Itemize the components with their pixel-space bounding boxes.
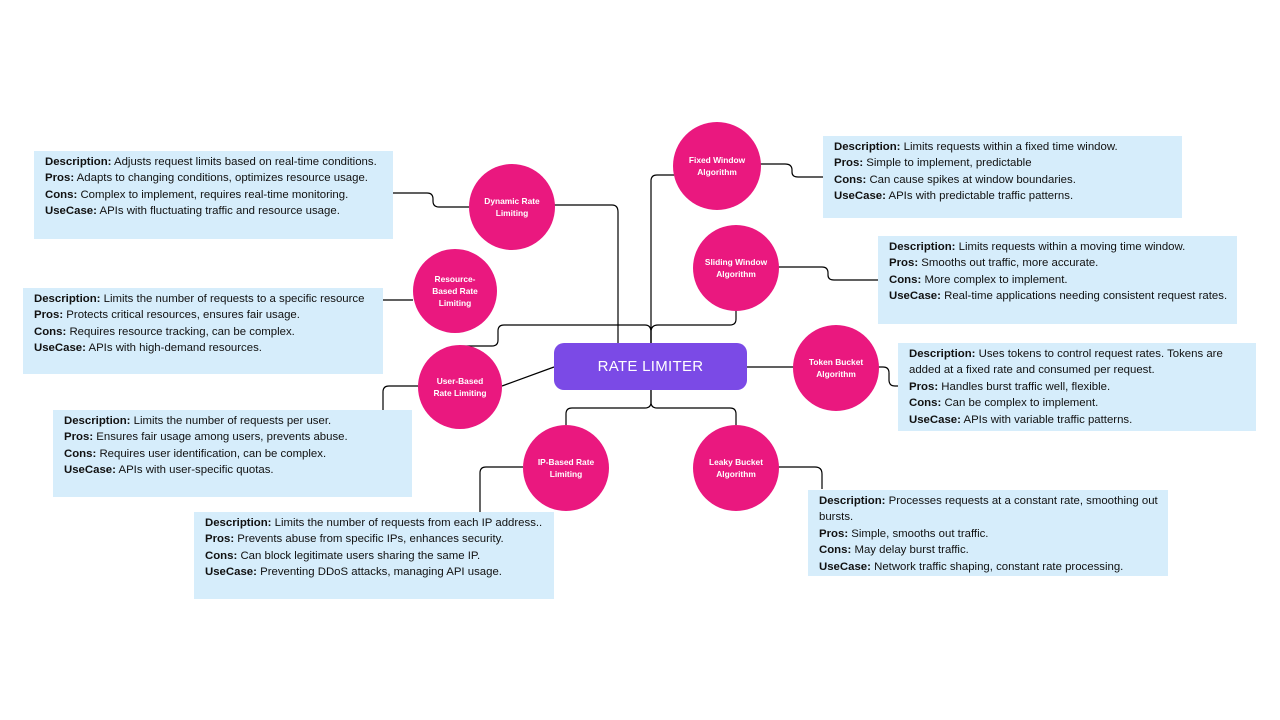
- node-user-based[interactable]: User-Based Rate Limiting: [418, 345, 502, 429]
- info-fixed-window: Description: Limits requests within a fi…: [823, 136, 1182, 218]
- description-row: Description: Limits the number of reques…: [205, 517, 543, 529]
- pros-row: Pros: Simple to implement, predictable: [834, 157, 1032, 170]
- connector-dynamic-info: [392, 192, 469, 208]
- pros-row: Pros: Ensures fair usage among users, pr…: [64, 431, 348, 444]
- center-node-label: RATE LIMITER: [597, 358, 704, 375]
- pros-row: Pros: Simple, smooths out traffic.: [819, 527, 989, 540]
- usecase-row: UseCase: Real-time applications needing …: [889, 290, 1228, 303]
- description-row: Description: Limits the number of reques…: [64, 415, 332, 427]
- node-fixed-window-label: Fixed Window Algorithm: [688, 155, 746, 177]
- rate-limiter-center-node[interactable]: RATE LIMITER: [554, 343, 747, 390]
- node-resource-based[interactable]: Resource- Based Rate Limiting: [413, 249, 497, 333]
- description-row: Description: Limits requests within a fi…: [834, 141, 1118, 153]
- connector-user-based-info: [382, 385, 418, 410]
- cons-row: Cons: May delay burst traffic.: [819, 544, 969, 557]
- usecase-row: UseCase: Preventing DDoS attacks, managi…: [205, 566, 502, 579]
- connector-sliding-window-info: [778, 266, 878, 281]
- node-ip-based-label: IP-Based Rate Limiting: [537, 457, 595, 479]
- connector-ip-based: [565, 390, 652, 425]
- node-resource-based-label: Resource- Based Rate Limiting: [432, 274, 478, 308]
- node-dynamic[interactable]: Dynamic Rate Limiting: [469, 164, 555, 250]
- pros-row: Pros: Prevents abuse from specific IPs, …: [205, 533, 504, 546]
- info-ip-based: Description: Limits the number of reques…: [194, 512, 554, 599]
- node-fixed-window[interactable]: Fixed Window Algorithm: [673, 122, 761, 210]
- cons-row: Cons: Requires resource tracking, can be…: [34, 325, 295, 338]
- description-row: Description: Adjusts request limits base…: [45, 156, 377, 168]
- usecase-row: UseCase: APIs with predictable traffic p…: [834, 190, 1074, 203]
- connector-ip-based-info: [479, 466, 523, 512]
- pros-row: Pros: Protects critical resources, ensur…: [34, 309, 300, 322]
- usecase-row: UseCase: Network traffic shaping, consta…: [819, 560, 1124, 573]
- connector-token-bucket-info: [878, 366, 898, 387]
- cons-row: Cons: Complex to implement, requires rea…: [45, 188, 349, 201]
- info-sliding-window: Description: Limits requests within a mo…: [878, 236, 1237, 324]
- info-token-bucket: Description: Uses tokens to control requ…: [898, 343, 1256, 431]
- connector-dynamic: [553, 204, 619, 343]
- cons-row: Cons: More complex to implement.: [889, 273, 1068, 286]
- description-row: Description: Processes requests at a con…: [819, 495, 1158, 524]
- cons-row: Cons: Requires user identification, can …: [64, 447, 327, 460]
- node-token-bucket[interactable]: Token Bucket Algorithm: [793, 325, 879, 411]
- info-resource-based: Description: Limits the number of reques…: [23, 288, 383, 374]
- node-sliding-window-label: Sliding Window Algorithm: [704, 257, 768, 279]
- node-token-bucket-label: Token Bucket Algorithm: [808, 357, 864, 379]
- connector-fixed-window-info: [760, 163, 823, 178]
- cons-row: Cons: Can block legitimate users sharing…: [205, 549, 481, 562]
- pros-row: Pros: Adapts to changing conditions, opt…: [45, 172, 368, 185]
- connector-leaky-bucket: [650, 390, 737, 425]
- description-row: Description: Limits the number of reques…: [34, 293, 365, 305]
- info-user-based: Description: Limits the number of reques…: [53, 410, 412, 497]
- connector-leaky-bucket-info: [778, 466, 823, 489]
- info-leaky-bucket: Description: Processes requests at a con…: [808, 490, 1168, 576]
- usecase-row: UseCase: APIs with user-specific quotas.: [64, 464, 274, 477]
- node-ip-based[interactable]: IP-Based Rate Limiting: [523, 425, 609, 511]
- usecase-row: UseCase: APIs with variable traffic patt…: [909, 413, 1133, 426]
- pros-row: Pros: Smooths out traffic, more accurate…: [889, 257, 1099, 270]
- description-row: Description: Limits requests within a mo…: [889, 241, 1186, 253]
- connector-sliding-window: [650, 308, 737, 343]
- connector-fixed-window: [650, 174, 676, 343]
- connector-user-based: [501, 366, 555, 387]
- node-leaky-bucket[interactable]: Leaky Bucket Algorithm: [693, 425, 779, 511]
- pros-row: Pros: Handles burst traffic well, flexib…: [909, 380, 1111, 393]
- node-leaky-bucket-label: Leaky Bucket Algorithm: [709, 457, 763, 479]
- node-sliding-window[interactable]: Sliding Window Algorithm: [693, 225, 779, 311]
- description-row: Description: Uses tokens to control requ…: [909, 348, 1223, 377]
- usecase-row: UseCase: APIs with fluctuating traffic a…: [45, 205, 340, 218]
- usecase-row: UseCase: APIs with high-demand resources…: [34, 342, 262, 355]
- node-dynamic-label: Dynamic Rate Limiting: [484, 196, 540, 218]
- connector-resource-based: [459, 324, 652, 347]
- node-user-based-label: User-Based Rate Limiting: [433, 376, 487, 398]
- info-dynamic: Description: Adjusts request limits base…: [34, 151, 393, 239]
- cons-row: Cons: Can cause spikes at window boundar…: [834, 173, 1076, 186]
- cons-row: Cons: Can be complex to implement.: [909, 397, 1099, 410]
